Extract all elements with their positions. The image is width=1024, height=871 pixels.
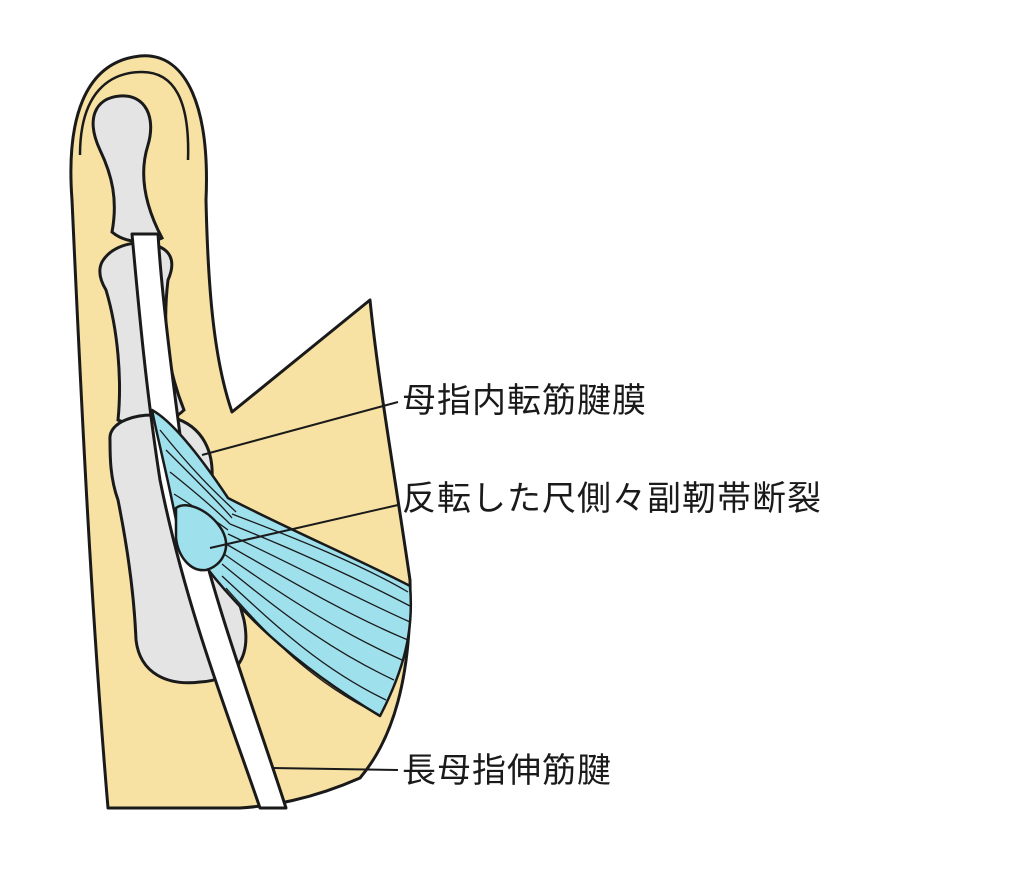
nail-outline <box>78 70 190 161</box>
label-ucl-rupture: 反転した尺側々副靭帯断裂 <box>402 479 822 519</box>
label-epl-tendon: 長母指伸筋腱 <box>402 751 612 791</box>
leader-line-ligament <box>209 504 399 549</box>
ligament-fibers <box>159 429 411 715</box>
leader-line-aponeurosis <box>201 401 399 456</box>
epl-tendon <box>130 232 288 810</box>
leader-line-extensor <box>271 767 399 771</box>
label-adductor-aponeurosis: 母指内転筋腱膜 <box>402 381 647 421</box>
ucl-stump <box>174 504 228 572</box>
distal-phalanx <box>91 94 165 244</box>
